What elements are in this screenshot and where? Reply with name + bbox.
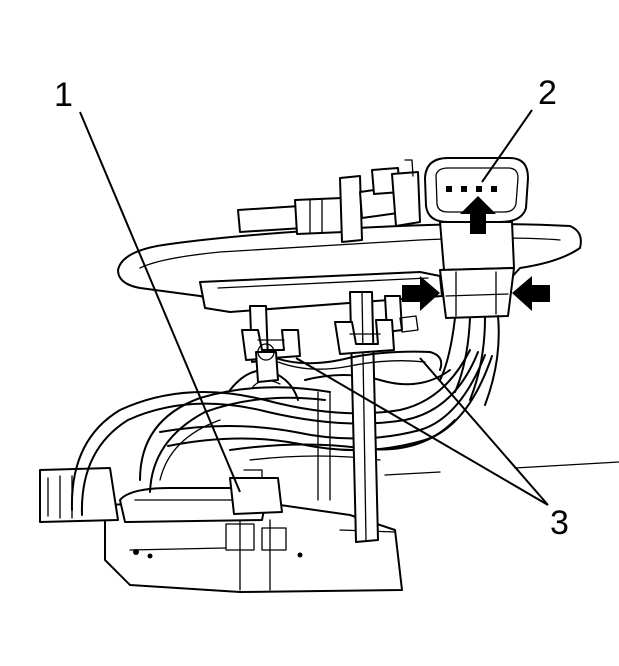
wire-harness bbox=[70, 349, 493, 516]
leader-line-2 bbox=[481, 109, 533, 183]
pump-housing bbox=[39, 467, 403, 593]
callout-label-3: 3 bbox=[550, 504, 569, 542]
arrow-right-icon bbox=[402, 276, 440, 311]
electrical-connector bbox=[424, 157, 529, 406]
leader-line-3b bbox=[419, 357, 549, 506]
arrow-up-icon bbox=[460, 196, 496, 234]
callout-label-2: 2 bbox=[538, 74, 557, 112]
fuel-line-fitting bbox=[237, 159, 421, 243]
retaining-clips bbox=[241, 291, 443, 543]
leader-lines bbox=[79, 109, 549, 506]
background-lines bbox=[384, 461, 619, 476]
release-arrows bbox=[402, 196, 550, 311]
leader-line-3a bbox=[295, 357, 549, 506]
callout-label-1: 1 bbox=[54, 76, 73, 114]
leader-line-1 bbox=[79, 111, 241, 493]
arrow-left-icon bbox=[512, 276, 550, 311]
